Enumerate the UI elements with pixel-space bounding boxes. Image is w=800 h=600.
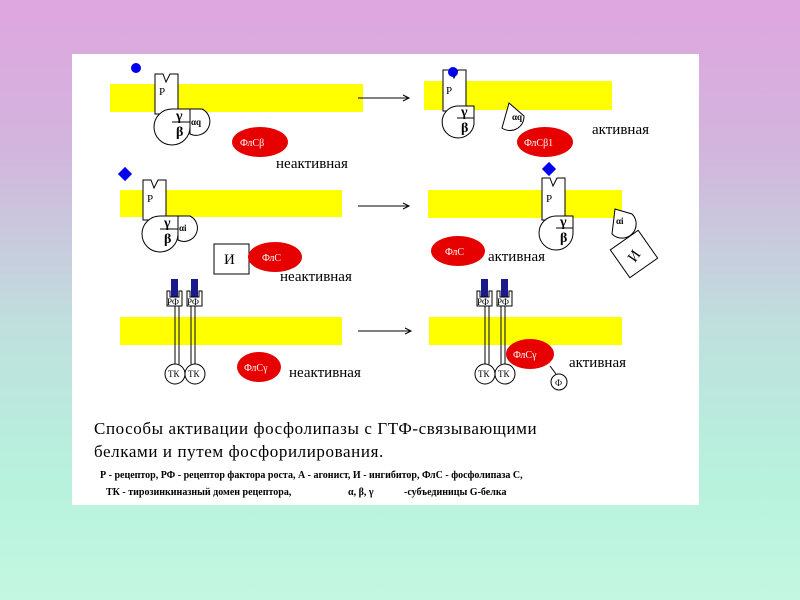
enzyme-plcbeta-inactive: ФлСβ <box>232 127 288 157</box>
enzyme-plc-active: ФлС <box>431 236 485 266</box>
svg-text:Р: Р <box>446 85 452 97</box>
svg-text:ТК: ТК <box>498 369 510 379</box>
agonist-diamond <box>117 166 133 182</box>
growth-factor-receptor-left: РФ РФ ТК ТК <box>164 279 206 385</box>
svg-text:β: β <box>164 232 171 247</box>
arrow-row1 <box>358 94 411 102</box>
caption-line2: белками и путем фосфорилирования. <box>94 442 384 461</box>
svg-text:Р: Р <box>546 193 552 205</box>
enzyme-plcgamma-inactive: ФлСγ <box>237 352 281 382</box>
svg-text:αi: αi <box>179 223 187 233</box>
g-protein-row1-right: γ β αq <box>441 102 525 139</box>
receptor-row2-left: Р <box>142 179 167 221</box>
g-protein-row2-right: γ β <box>538 215 574 251</box>
arrow-row3 <box>358 327 413 335</box>
svg-text:РФ: РФ <box>167 297 179 307</box>
svg-text:αq: αq <box>512 112 522 122</box>
enzyme-plc-inactive: ФлС <box>248 242 302 272</box>
diagram-panel: Р γ β αq ФлСβ неактивная Р γ β αq ФлСβ1 … <box>72 54 699 505</box>
label-active-row1: активная <box>592 122 649 138</box>
g-protein-row1-left: γ β αq <box>153 108 211 146</box>
svg-text:РФ: РФ <box>477 297 489 307</box>
legend-line2-greek: α, β, γ <box>348 487 374 498</box>
inhibitor-box-row2-left: И <box>213 243 250 275</box>
svg-text:ФлСβ1: ФлСβ1 <box>524 138 553 149</box>
phosphate-circle: Ф <box>549 365 568 391</box>
receptor-row1-left: Р <box>154 73 179 115</box>
svg-text:γ: γ <box>460 105 468 120</box>
label-active-row3: активная <box>569 355 626 371</box>
membrane-row3-left <box>120 317 342 345</box>
alpha-i-inhibitor-complex: αi И <box>609 208 659 279</box>
svg-text:β: β <box>176 125 183 140</box>
svg-text:ТК: ТК <box>478 369 490 379</box>
svg-text:Ф: Ф <box>555 378 562 388</box>
svg-text:ФлСγ: ФлСγ <box>513 350 537 361</box>
caption-line1: Способы активации фосфолипазы с ГТФ-связ… <box>94 419 537 438</box>
svg-text:γ: γ <box>559 215 567 230</box>
arrow-row2 <box>358 202 411 210</box>
svg-text:αi: αi <box>616 216 624 226</box>
svg-text:И: И <box>224 252 235 268</box>
svg-text:γ: γ <box>163 216 171 231</box>
svg-text:ФлСγ: ФлСγ <box>244 363 268 374</box>
legend-line2-text: ТК - тирозинкиназный домен рецептора, <box>106 487 292 498</box>
svg-text:РФ: РФ <box>187 297 199 307</box>
membrane-row1-left <box>110 84 363 112</box>
enzyme-plcgamma-active: ФлСγ <box>506 339 554 369</box>
svg-text:ТК: ТК <box>168 369 180 379</box>
legend-line1: Р - рецептор, РФ - рецептор фактора рост… <box>100 470 523 481</box>
agonist-circle <box>131 63 141 73</box>
receptor-row1-right: Р <box>442 67 467 112</box>
svg-text:ФлС: ФлС <box>445 247 464 258</box>
svg-text:ФлСβ: ФлСβ <box>240 138 264 149</box>
legend-line2-suffix: -субъединицы G-белка <box>404 487 506 498</box>
membrane-row2-right <box>428 190 622 218</box>
svg-text:ФлС: ФлС <box>262 253 281 264</box>
svg-text:РФ: РФ <box>497 297 509 307</box>
label-active-row2: активная <box>488 249 545 265</box>
label-inactive-row3: неактивная <box>289 365 361 381</box>
svg-text:β: β <box>560 231 567 246</box>
g-protein-row2-left: γ β αi <box>141 215 198 253</box>
enzyme-plcbeta1-active: ФлСβ1 <box>517 127 573 157</box>
svg-text:ТК: ТК <box>188 369 200 379</box>
svg-text:β: β <box>461 121 468 136</box>
svg-text:γ: γ <box>175 109 183 124</box>
svg-text:Р: Р <box>147 193 153 205</box>
growth-factor-receptor-right: РФ РФ ТК ТК <box>474 279 516 385</box>
receptor-row2-right: Р <box>541 161 566 221</box>
label-inactive-row2: неактивная <box>280 269 352 285</box>
svg-text:Р: Р <box>159 86 165 98</box>
svg-text:αq: αq <box>191 117 201 127</box>
label-inactive-row1: неактивная <box>276 156 348 172</box>
